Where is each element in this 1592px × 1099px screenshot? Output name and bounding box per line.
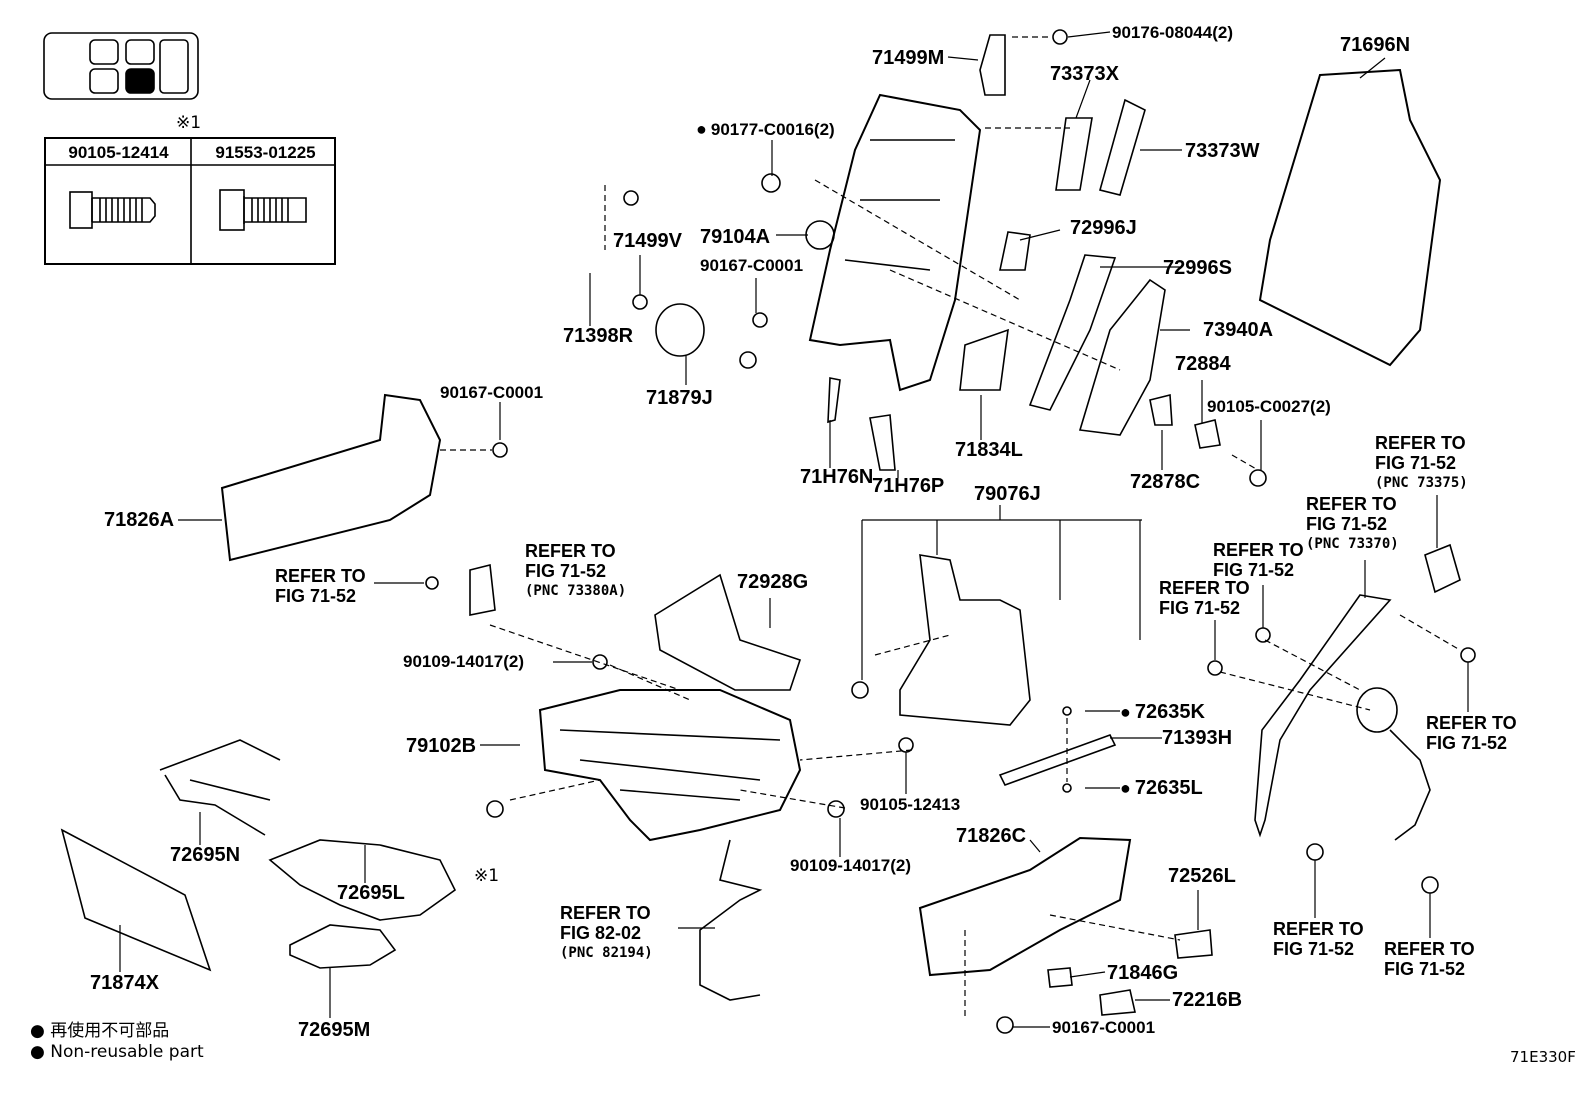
part-label: 72695M: [298, 1019, 371, 1041]
part-label: 71879J: [646, 387, 713, 409]
part-label: 72928G: [737, 571, 809, 593]
refer-pnc: (PNC 73380A): [525, 583, 627, 599]
part-label: 90167-C0001: [440, 383, 544, 402]
part-label: 71398R: [563, 325, 634, 347]
part-label: 72996S: [1163, 257, 1232, 279]
part-label: 79104A: [700, 226, 771, 248]
non-reusable-dot-icon: ●: [30, 1042, 45, 1062]
refer-fig: FIG 71-52: [1306, 514, 1388, 534]
part-label: 90167-C0001: [1052, 1018, 1156, 1037]
table-header-1: 90105-12414: [68, 143, 169, 162]
part-label-non-reusable: 72635K: [1120, 702, 1205, 722]
part-label: 90105-12413: [860, 795, 961, 814]
refer-line: REFER TO: [275, 566, 366, 586]
refer-pnc: (PNC 73375): [1375, 475, 1468, 491]
part-label: 72996J: [1070, 217, 1137, 239]
refer-to-note: REFER TO FIG 71-52: [1384, 939, 1475, 979]
legend-jp-text: 再使用不可部品: [50, 1021, 170, 1041]
part-label: 71499V: [613, 230, 682, 252]
part-label: 72878C: [1130, 471, 1201, 493]
part-label: 90109-14017(2): [403, 652, 524, 671]
refer-fig: FIG 71-52: [1375, 453, 1457, 473]
part-label: 71393H: [1162, 727, 1233, 749]
part-label: 90176-08044(2): [1112, 23, 1233, 42]
refer-line: REFER TO: [1213, 540, 1304, 560]
refer-fig: FIG 71-52: [525, 561, 607, 581]
part-label: 71826A: [104, 509, 175, 531]
refer-to-note: REFER TO FIG 71-52: [275, 566, 366, 606]
legend-en-text: Non-reusable part: [50, 1042, 204, 1062]
refer-to-note: REFER TO FIG 71-52: [1159, 578, 1250, 618]
part-label: 71H76N: [800, 466, 874, 488]
part-label: 71874X: [90, 972, 159, 994]
part-label: 90105-C0027(2): [1207, 397, 1331, 416]
refer-line: REFER TO: [1426, 713, 1517, 733]
part-label: 72695N: [170, 844, 241, 866]
refer-pnc: (PNC 82194): [560, 945, 653, 961]
refer-to-note: REFER TO FIG 71-52: [1213, 540, 1304, 580]
bolt-icon: [69, 191, 156, 229]
refer-to-note: REFER TO FIG 71-52: [1273, 919, 1364, 959]
diagram-code: 71E330F: [1510, 1048, 1576, 1066]
table-note-mark: ※1: [176, 113, 202, 133]
refer-line: REFER TO: [560, 903, 651, 923]
part-label: 71696N: [1340, 34, 1411, 56]
part-label: 71834L: [955, 439, 1023, 461]
refer-line: REFER TO: [1306, 494, 1397, 514]
refer-line: REFER TO: [525, 541, 616, 561]
refer-fig: FIG 71-52: [1273, 939, 1355, 959]
refer-fig: FIG 71-52: [275, 586, 357, 606]
refer-line: REFER TO: [1159, 578, 1250, 598]
part-label: 71826C: [956, 825, 1027, 847]
part-label: 73373X: [1050, 63, 1119, 85]
part-label: 73373W: [1185, 140, 1260, 162]
refer-fig: FIG 71-52: [1159, 598, 1241, 618]
refer-line: REFER TO: [1273, 919, 1364, 939]
refer-to-note: REFER TO FIG 82-02 (PNC 82194): [560, 903, 653, 963]
note-mark: ※1: [474, 866, 500, 886]
part-label: 72216B: [1172, 989, 1243, 1011]
part-label: 90109-14017(2): [790, 856, 911, 875]
refer-line: REFER TO: [1384, 939, 1475, 959]
part-label: 79076J: [974, 483, 1041, 505]
part-label: 79102B: [406, 735, 477, 757]
part-label: 72695L: [337, 882, 405, 904]
refer-line: REFER TO: [1375, 433, 1466, 453]
refer-to-note: REFER TO FIG 71-52: [1426, 713, 1517, 753]
part-label: 72884: [1175, 353, 1231, 375]
part-label: 71H76P: [872, 475, 945, 497]
flange-bolt-icon: [219, 189, 307, 231]
legend-en: ● Non-reusable part: [30, 1042, 204, 1062]
part-label: 71499M: [872, 47, 945, 69]
part-label: 90167-C0001: [700, 256, 804, 275]
legend-jp: ● 再使用不可部品: [30, 1016, 169, 1041]
refer-to-note: REFER TO FIG 71-52 (PNC 73375): [1375, 433, 1468, 493]
refer-fig: FIG 71-52: [1384, 959, 1466, 979]
refer-to-note: REFER TO FIG 71-52 (PNC 73370): [1306, 494, 1399, 554]
table-header-2: 91553-01225: [215, 143, 316, 162]
refer-to-note: REFER TO FIG 71-52 (PNC 73380A): [525, 541, 626, 601]
part-label-non-reusable: 90177-C0016(2): [696, 120, 835, 138]
part-label: 73940A: [1203, 319, 1274, 341]
bolt-table: 90105-12414 91553-01225: [44, 137, 336, 265]
refer-fig: FIG 82-02: [560, 923, 642, 943]
part-label: 71846G: [1107, 962, 1179, 984]
refer-fig: FIG 71-52: [1213, 560, 1295, 580]
refer-pnc: (PNC 73370): [1306, 536, 1399, 552]
seat-position-icon: [43, 32, 199, 100]
non-reusable-dot-icon: ●: [30, 1021, 45, 1041]
part-label-non-reusable: 72635L: [1120, 778, 1203, 798]
part-label: 72526L: [1168, 865, 1236, 887]
refer-fig: FIG 71-52: [1426, 733, 1508, 753]
